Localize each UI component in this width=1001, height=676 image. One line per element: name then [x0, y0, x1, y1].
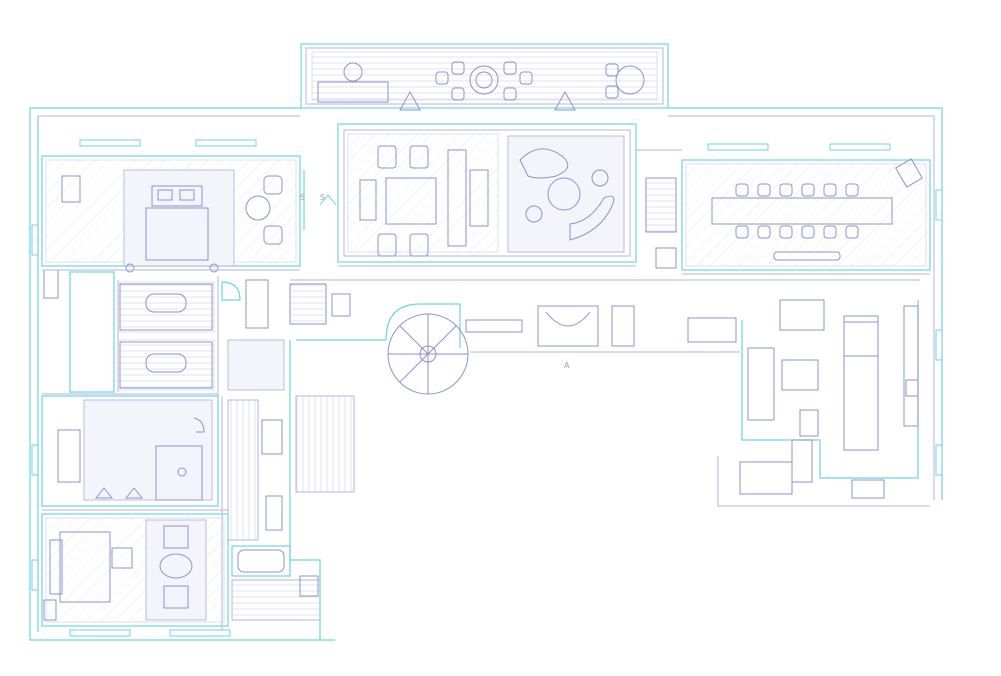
central-hall: A [290, 279, 920, 395]
stair-label-a: S [300, 193, 305, 202]
kitchen [717, 299, 930, 507]
interior-partitions [42, 149, 930, 630]
section-mark: A [564, 361, 570, 370]
dining-room [645, 158, 931, 271]
outer-walls [29, 107, 943, 641]
study-room [41, 395, 219, 507]
bottom-bath [231, 545, 321, 640]
vertical-corridor [227, 340, 355, 560]
terrace [300, 43, 669, 111]
stair-label-b: S [320, 193, 325, 202]
stair-markers: S S [300, 170, 337, 230]
bedroom-top-left [41, 155, 301, 273]
bedroom-bottom-left [41, 513, 229, 627]
dining-chairs-bottom [735, 225, 859, 239]
living-room [337, 123, 637, 263]
left-bath-block [43, 269, 351, 393]
dining-chairs-top [735, 183, 859, 197]
